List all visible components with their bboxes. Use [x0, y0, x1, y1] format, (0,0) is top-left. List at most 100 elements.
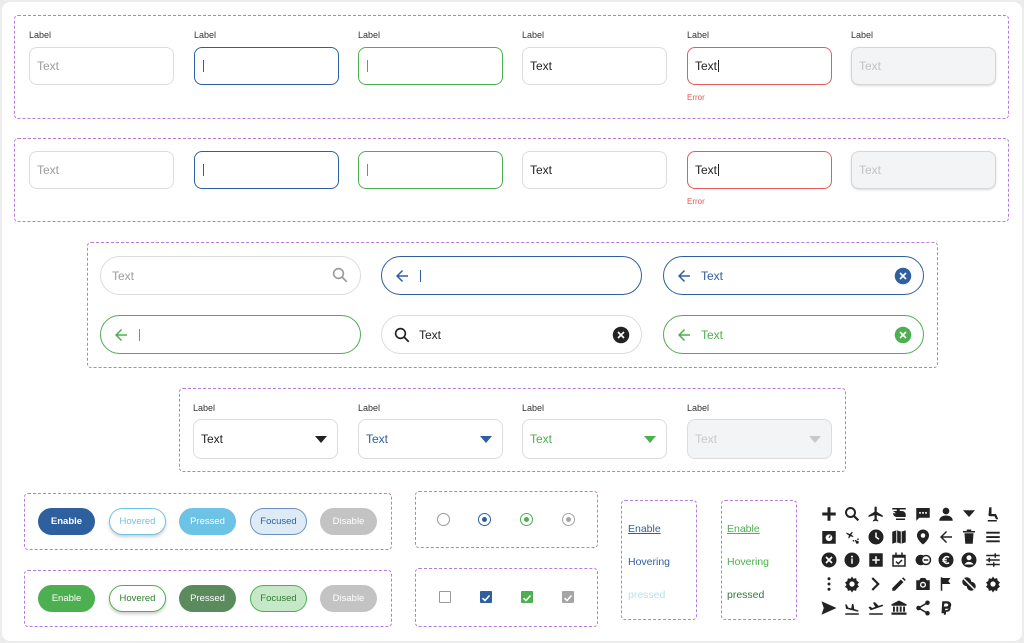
clear-icon[interactable]: [894, 326, 912, 344]
focused-button-blue[interactable]: Focused: [250, 508, 307, 535]
airplane-icon[interactable]: [867, 505, 885, 523]
link-pressed-blue[interactable]: pressed: [628, 589, 666, 601]
pencil-icon[interactable]: [890, 575, 908, 593]
checkbox-unchecked[interactable]: [439, 591, 451, 603]
search-field-6[interactable]: Text: [663, 315, 924, 354]
focused-button-green[interactable]: Focused: [250, 585, 307, 612]
link-pressed-green[interactable]: pressed: [727, 589, 765, 601]
send-icon[interactable]: [820, 599, 838, 617]
labeled-input-filled[interactable]: Text: [522, 47, 667, 85]
sliders-icon[interactable]: [984, 551, 1002, 569]
flight-takeoff-icon[interactable]: [867, 599, 885, 617]
plus-icon[interactable]: [820, 505, 838, 523]
pressed-button-blue[interactable]: Pressed: [179, 508, 236, 535]
radio-checked-green[interactable]: [520, 513, 533, 526]
labeled-input-focused[interactable]: [194, 47, 339, 85]
unlabeled-fields-group: [14, 138, 1009, 222]
hovered-button-blue[interactable]: Hovered: [109, 508, 166, 535]
helicopter-icon[interactable]: [890, 505, 908, 523]
search-icon[interactable]: [843, 505, 861, 523]
location-pin-icon[interactable]: [914, 528, 932, 546]
disable-button-green[interactable]: Disable: [320, 585, 377, 612]
disable-button-blue[interactable]: Disable: [320, 508, 377, 535]
arrow-left-icon[interactable]: [937, 528, 955, 546]
radio-unchecked[interactable]: [437, 513, 450, 526]
trash-icon[interactable]: [960, 528, 978, 546]
labeled-input-placeholder[interactable]: Text: [29, 47, 174, 85]
search-field-4[interactable]: [100, 315, 361, 354]
link-enable-blue[interactable]: Enable: [628, 523, 661, 535]
enable-button-blue[interactable]: Enable: [38, 508, 95, 535]
flight-land-icon[interactable]: [843, 599, 861, 617]
labeled-label-1: Label: [29, 30, 52, 40]
arrow-left-icon[interactable]: [393, 267, 411, 285]
calendar-check-icon[interactable]: [890, 551, 908, 569]
money-off-icon[interactable]: [960, 575, 978, 593]
unlabeled-input-focused[interactable]: [194, 151, 339, 189]
chevron-right-icon[interactable]: [867, 575, 885, 593]
link-hovering-blue[interactable]: Hovering: [628, 556, 671, 568]
enable-button-green[interactable]: Enable: [38, 585, 95, 612]
labeled-input-disabled[interactable]: Text: [851, 47, 996, 85]
euro-icon[interactable]: [937, 551, 955, 569]
bank-icon[interactable]: [890, 599, 908, 617]
flight-route-icon[interactable]: [843, 528, 861, 546]
info-icon[interactable]: [843, 551, 861, 569]
close-circle-icon[interactable]: [820, 551, 838, 569]
checkbox-checked-green[interactable]: [521, 591, 533, 603]
hovered-button-green[interactable]: Hovered: [109, 585, 166, 612]
camera-icon[interactable]: [914, 575, 932, 593]
unlabeled-input-filled[interactable]: Text: [522, 151, 667, 189]
unlabeled-input-error[interactable]: Text: [687, 151, 832, 189]
unlabeled-input-valid[interactable]: [358, 151, 503, 189]
flag-icon[interactable]: [937, 575, 955, 593]
settings-icon[interactable]: [843, 575, 861, 593]
links-green-group: [721, 500, 797, 620]
search-icon[interactable]: [331, 266, 349, 284]
pressed-button-green[interactable]: Pressed: [179, 585, 236, 612]
paypal-icon[interactable]: [937, 599, 955, 617]
add-box-icon[interactable]: [867, 551, 885, 569]
labeled-input-error[interactable]: Text: [687, 47, 832, 85]
map-icon[interactable]: [890, 528, 908, 546]
search-icon[interactable]: [393, 326, 411, 344]
radio-checked-blue[interactable]: [478, 513, 491, 526]
search-field-2[interactable]: [381, 256, 642, 295]
currency-exchange-icon[interactable]: [914, 551, 932, 569]
select-disabled[interactable]: Text: [687, 419, 832, 459]
scale-icon[interactable]: [820, 528, 838, 546]
dropdown-arrow-icon[interactable]: [960, 505, 978, 523]
unlabeled-input-disabled[interactable]: Text: [851, 151, 996, 189]
select-default[interactable]: Text: [193, 419, 338, 459]
labeled-input-text: Text: [37, 59, 60, 73]
chat-icon[interactable]: [914, 505, 932, 523]
more-vertical-icon[interactable]: [820, 575, 838, 593]
link-enable-green[interactable]: Enable: [727, 523, 760, 535]
select-valid[interactable]: Text: [522, 419, 667, 459]
account-circle-icon[interactable]: [960, 551, 978, 569]
search-field-1[interactable]: Text: [100, 256, 361, 295]
clock-icon[interactable]: [867, 528, 885, 546]
menu-icon[interactable]: [984, 528, 1002, 546]
clear-icon[interactable]: [894, 267, 912, 285]
person-icon[interactable]: [937, 505, 955, 523]
chevron-down-icon: [480, 436, 492, 443]
labeled-input-valid[interactable]: [358, 47, 503, 85]
arrow-left-icon[interactable]: [675, 267, 693, 285]
select-focused[interactable]: Text: [358, 419, 503, 459]
clear-icon[interactable]: [612, 326, 630, 344]
share-icon[interactable]: [914, 599, 932, 617]
search-field-3[interactable]: Text: [663, 256, 924, 295]
seat-icon[interactable]: [984, 505, 1002, 523]
search-field-5[interactable]: Text: [381, 315, 642, 354]
checkbox-checked-blue[interactable]: [480, 591, 492, 603]
radio-checked-disabled[interactable]: [562, 513, 575, 526]
gear-icon[interactable]: [984, 575, 1002, 593]
arrow-left-icon[interactable]: [675, 326, 693, 344]
checkbox-checked-disabled[interactable]: [562, 591, 574, 603]
unlabeled-input-placeholder[interactable]: Text: [29, 151, 174, 189]
search-text: Text: [701, 327, 724, 342]
link-hovering-green[interactable]: Hovering: [727, 556, 770, 568]
labeled-label-5: Label: [687, 30, 710, 40]
arrow-left-icon[interactable]: [112, 326, 130, 344]
